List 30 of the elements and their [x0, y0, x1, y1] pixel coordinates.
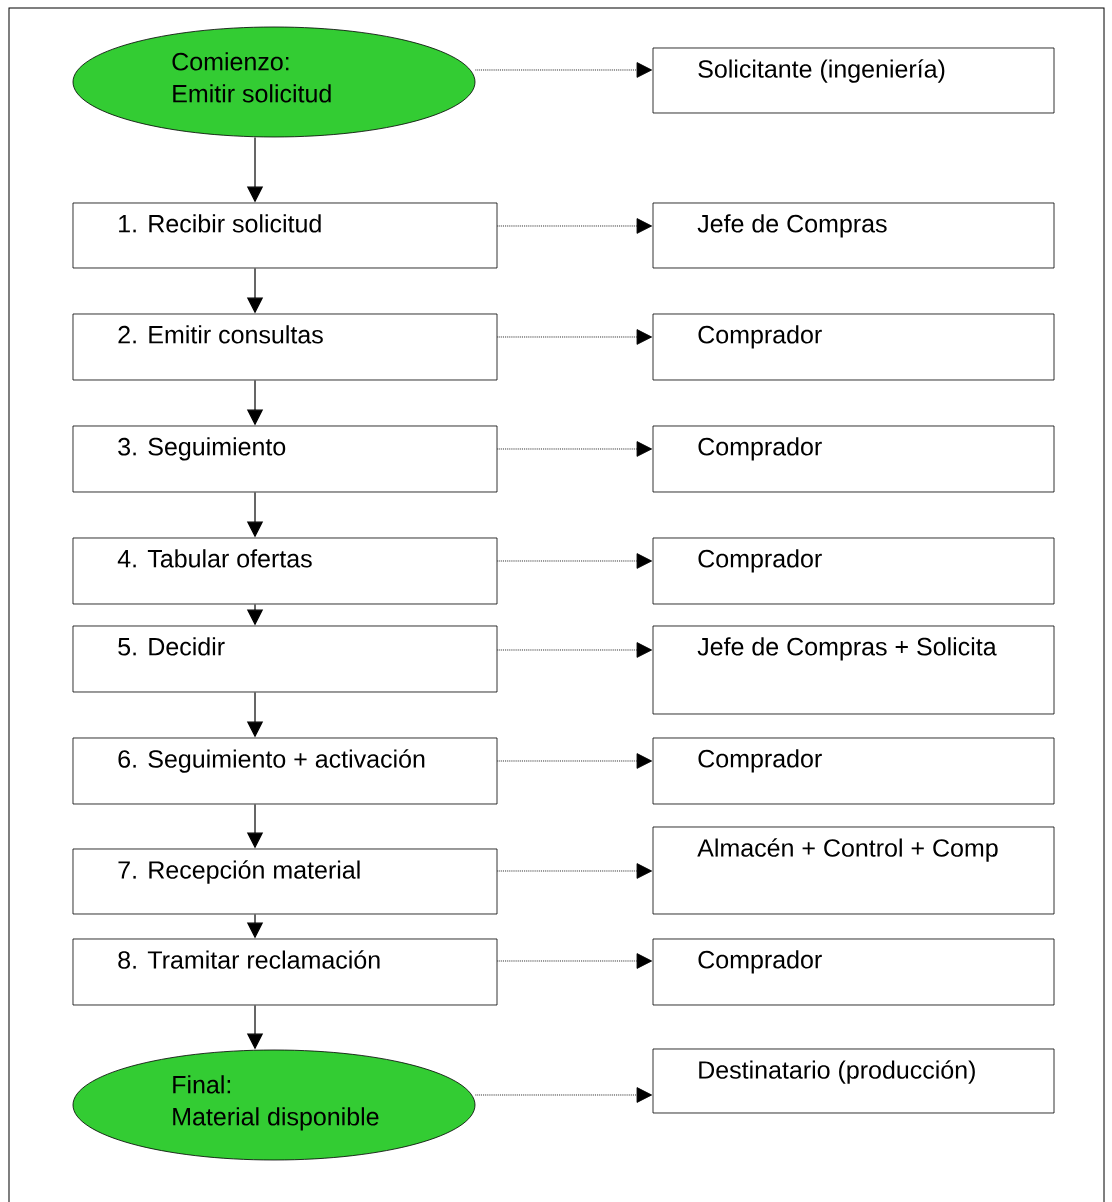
oval-terminal: Final: Material disponible	[72, 1049, 476, 1161]
role-box: Comprador	[652, 938, 1055, 1006]
role-box: Comprador	[652, 425, 1055, 493]
arrow	[496, 642, 653, 658]
arrow	[496, 441, 653, 457]
role-box: Almacén + Control + Comp	[652, 826, 1055, 915]
arrow	[496, 863, 653, 879]
role-box: Comprador	[652, 537, 1055, 605]
process-box: 1. Recibir solicitud	[72, 202, 498, 269]
arrow	[474, 1087, 653, 1103]
process-box: 8. Tramitar reclamación	[72, 938, 498, 1006]
arrow	[496, 953, 653, 969]
role-box: Destinatario (producción)	[652, 1048, 1055, 1114]
role-box: Comprador	[652, 313, 1055, 381]
arrow	[496, 553, 653, 569]
process-box: 2. Emitir consultas	[72, 313, 498, 381]
arrow	[496, 218, 653, 234]
role-box: Solicitante (ingeniería)	[652, 47, 1055, 114]
process-box: 3. Seguimiento	[72, 425, 498, 493]
arrow	[496, 753, 653, 769]
role-box: Jefe de Compras	[652, 202, 1055, 269]
role-box: Jefe de Compras + Solicita	[652, 625, 1055, 715]
role-box: Comprador	[652, 737, 1055, 805]
process-box: 4. Tabular ofertas	[72, 537, 498, 605]
process-box: 6. Seguimiento + activación	[72, 737, 498, 805]
arrow	[496, 329, 653, 345]
oval-terminal: Comienzo: Emitir solicitud	[72, 26, 476, 138]
process-box: 5. Decidir	[72, 625, 498, 693]
process-box: 7. Recepción material	[72, 848, 498, 915]
arrow	[474, 62, 653, 78]
